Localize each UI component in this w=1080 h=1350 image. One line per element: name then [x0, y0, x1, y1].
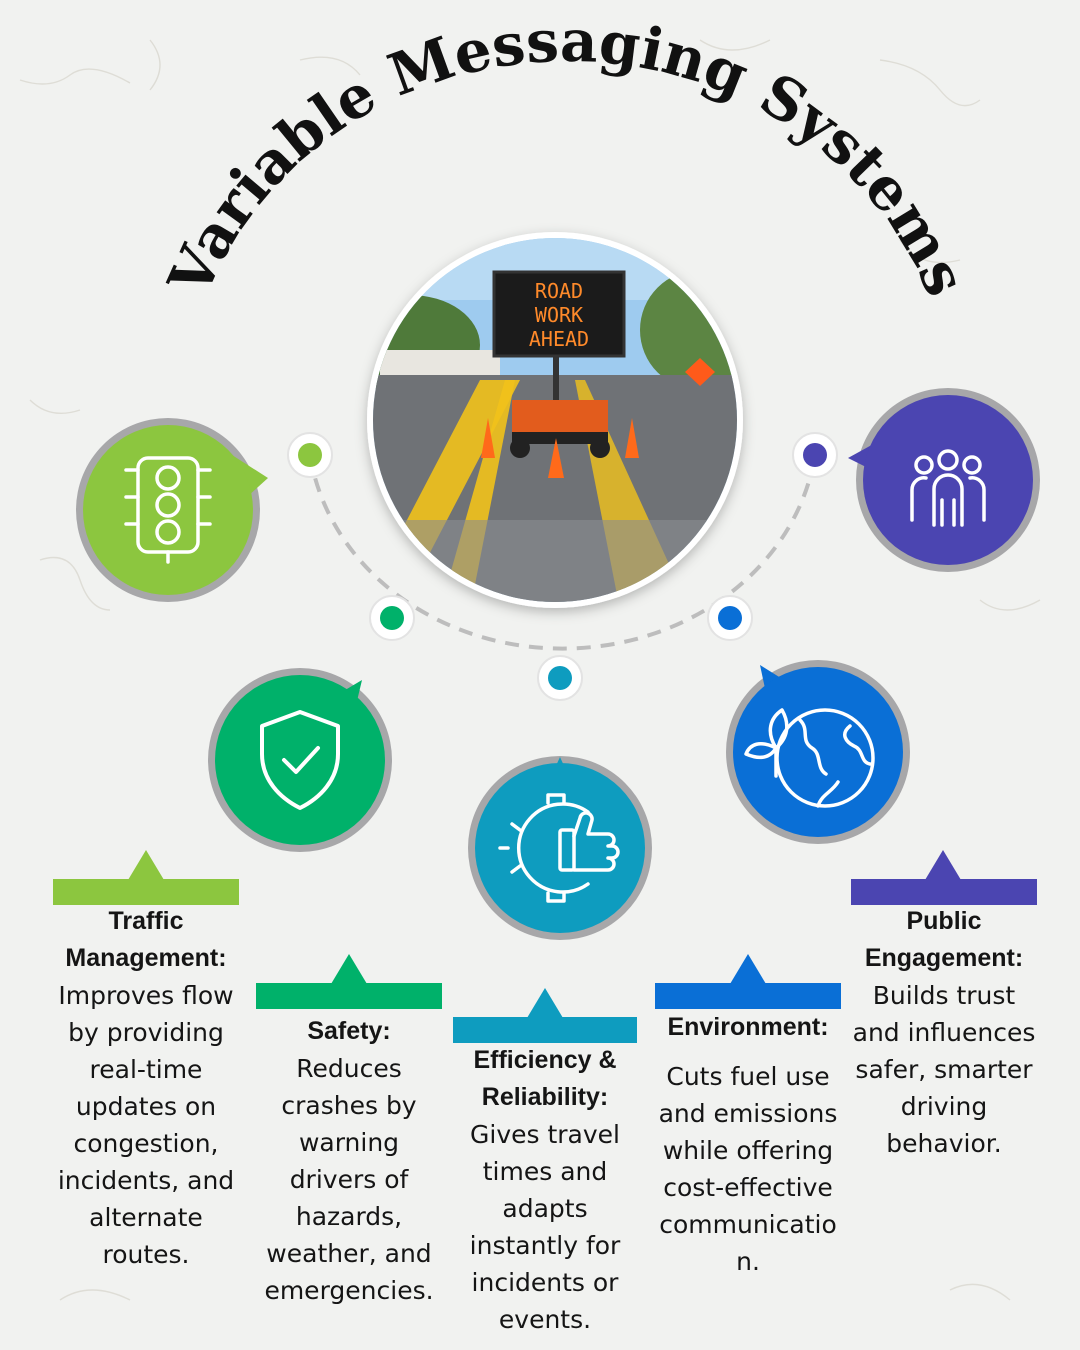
environment-body-line: n.	[736, 1247, 760, 1276]
engagement-body-line: safer, smarter	[855, 1055, 1033, 1084]
environment-body-line: cost-effective	[663, 1173, 833, 1202]
dashed-connector	[308, 454, 817, 651]
engagement-body: Builds trust and influences safer, smart…	[846, 977, 1042, 1162]
efficiency-body: Gives travel times and adapts instantly …	[447, 1116, 643, 1338]
safety-body-line: drivers of	[289, 1165, 409, 1194]
environment-title: Environment:	[650, 1009, 846, 1046]
safety-block: Safety: Reduces crashes by warning drive…	[251, 1013, 447, 1309]
sign-line-1: ROAD	[535, 279, 583, 303]
traffic-body-line: real-time	[89, 1055, 203, 1084]
traffic-management-block: Traffic Management: Improves flow by pro…	[48, 903, 244, 1273]
engagement-title-line: Public	[906, 907, 982, 935]
efficiency-body-line: Gives travel	[470, 1120, 620, 1149]
shield-check-icon	[208, 668, 392, 852]
public-engagement-block: Public Engagement: Builds trust and infl…	[846, 903, 1042, 1162]
efficiency-title-line: Efficiency &	[473, 1046, 617, 1074]
traffic-body-line: updates on	[75, 1092, 217, 1121]
safety-body: Reduces crashes by warning drivers of ha…	[251, 1050, 447, 1309]
traffic-body-line: Improves flow	[58, 981, 234, 1010]
safety-body-line: emergencies.	[264, 1276, 434, 1305]
engagement-body-line: and influences	[852, 1018, 1036, 1047]
safety-title-line: Safety:	[307, 1017, 391, 1045]
efficiency-body-line: incidents or	[471, 1268, 619, 1297]
engagement-bar	[851, 879, 1037, 905]
engagement-title: Public Engagement:	[846, 903, 1042, 977]
engagement-body-line: Builds trust	[872, 981, 1016, 1010]
safety-body-line: hazards,	[295, 1202, 403, 1231]
safety-body-line: warning	[298, 1128, 400, 1157]
safety-body-line: crashes by	[281, 1091, 417, 1120]
people-group-icon	[848, 388, 1040, 572]
efficiency-title-line: Reliability:	[481, 1083, 609, 1111]
environment-body: Cuts fuel use and emissions while offeri…	[650, 1058, 846, 1280]
globe-leaf-icon	[726, 660, 910, 844]
environment-bar	[655, 983, 841, 1009]
efficiency-body-line: events.	[498, 1305, 592, 1334]
efficiency-body-line: instantly for	[469, 1231, 621, 1260]
safety-body-line: weather, and	[266, 1239, 432, 1268]
traffic-title-line: Traffic	[108, 907, 184, 935]
traffic-bar	[53, 879, 239, 905]
traffic-body: Improves flow by providing real-time upd…	[48, 977, 244, 1273]
engagement-title-line: Engagement:	[864, 944, 1024, 972]
traffic-title: Traffic Management:	[48, 903, 244, 977]
engagement-body-line: behavior.	[886, 1129, 1002, 1158]
efficiency-title: Efficiency & Reliability:	[447, 1042, 643, 1116]
environment-body-line: Cuts fuel use	[666, 1062, 830, 1091]
traffic-light-icon	[76, 418, 268, 602]
sign-line-3: AHEAD	[529, 327, 589, 351]
environment-title-line: Environment:	[667, 1013, 829, 1041]
traffic-body-line: incidents, and	[57, 1166, 235, 1195]
traffic-body-line: routes.	[102, 1240, 190, 1269]
environment-block: Environment: Cuts fuel use and emissions…	[650, 1009, 846, 1280]
environment-body-line: and emissions	[658, 1099, 838, 1128]
gear-thumbs-up-icon	[468, 756, 652, 940]
safety-title: Safety:	[251, 1013, 447, 1050]
traffic-body-line: alternate	[89, 1203, 203, 1232]
efficiency-pointer	[527, 988, 563, 1018]
traffic-body-line: by providing	[68, 1018, 224, 1047]
efficiency-block: Efficiency & Reliability: Gives travel t…	[447, 1042, 643, 1338]
safety-body-line: Reduces	[296, 1054, 402, 1083]
safety-pointer	[331, 954, 367, 984]
traffic-title-line: Management:	[65, 944, 227, 972]
engagement-body-line: driving	[900, 1092, 988, 1121]
traffic-body-line: congestion,	[73, 1129, 219, 1158]
traffic-pointer	[128, 850, 164, 880]
efficiency-bar	[453, 1017, 637, 1043]
efficiency-body-line: times and	[482, 1157, 608, 1186]
environment-body-line: while offering	[662, 1136, 834, 1165]
road-sign-photo: ROAD WORK AHEAD	[367, 232, 743, 608]
environment-body-line: communicatio	[659, 1210, 837, 1239]
connector-dots	[287, 432, 838, 701]
environment-pointer	[730, 954, 766, 984]
sign-line-2: WORK	[535, 303, 583, 327]
engagement-pointer	[925, 850, 961, 880]
safety-bar	[256, 983, 442, 1009]
efficiency-body-line: adapts	[502, 1194, 588, 1223]
